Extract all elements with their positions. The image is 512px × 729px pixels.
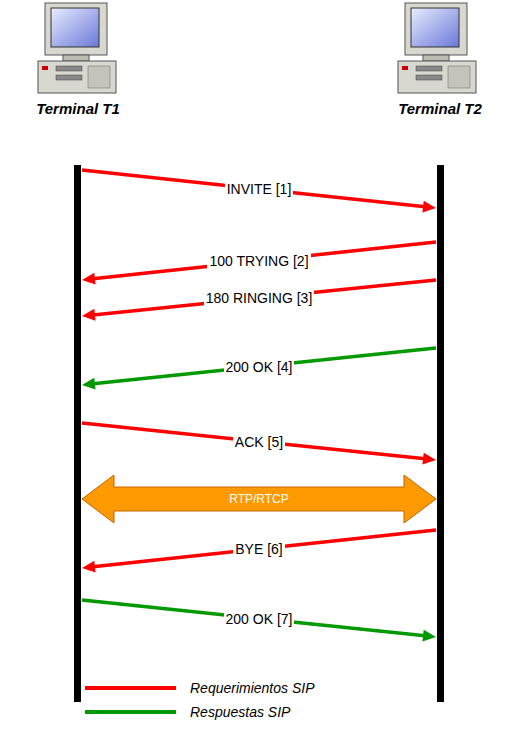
arrow-head bbox=[422, 630, 436, 642]
legend-entry: Respuestas SIP bbox=[190, 703, 290, 721]
legend-text: Requerimientos SIP bbox=[190, 680, 315, 696]
terminal-label: Terminal T1 bbox=[36, 100, 120, 118]
lifeline bbox=[437, 165, 444, 702]
terminal-node: Terminal T1 bbox=[32, 98, 124, 120]
legend-text: Respuestas SIP bbox=[190, 704, 290, 720]
double-arrow-band bbox=[82, 475, 436, 523]
sip-message-arrow bbox=[82, 530, 436, 573]
message-label: 180 RINGING [3] bbox=[204, 290, 315, 306]
legend-line-sample bbox=[85, 710, 176, 714]
arrow-shaft bbox=[93, 242, 436, 279]
arrow-shaft bbox=[93, 348, 436, 384]
message-label: 200 OK [4] bbox=[224, 359, 295, 375]
computer-icon bbox=[398, 3, 476, 93]
legend-line-sample bbox=[85, 686, 176, 690]
message-label: INVITE [1] bbox=[225, 181, 294, 197]
sip-message-arrow bbox=[82, 600, 436, 642]
terminal-node: Terminal T2 bbox=[394, 98, 486, 120]
message-label: BYE [6] bbox=[233, 541, 284, 557]
message-label: 100 TRYING [2] bbox=[207, 253, 310, 269]
arrow-shaft bbox=[93, 530, 436, 567]
lifeline bbox=[74, 165, 81, 702]
arrow-shaft bbox=[82, 600, 425, 636]
sip-message-arrow bbox=[82, 280, 436, 321]
arrow-shaft bbox=[93, 280, 436, 315]
arrow-head bbox=[422, 201, 436, 213]
arrow-head bbox=[82, 273, 96, 285]
sip-message-arrow bbox=[82, 348, 436, 390]
arrow-head bbox=[82, 309, 96, 321]
arrow-head bbox=[422, 453, 436, 465]
legend-entry: Requerimientos SIP bbox=[190, 679, 315, 697]
arrow-shaft bbox=[82, 170, 425, 207]
terminal-label: Terminal T2 bbox=[398, 100, 482, 118]
sip-message-arrow bbox=[82, 423, 436, 465]
sip-message-arrow bbox=[82, 170, 436, 213]
media-stream-arrow bbox=[82, 475, 436, 523]
sip-message-arrow bbox=[82, 242, 436, 285]
stream-label: RTP/RTCP bbox=[227, 491, 291, 507]
arrow-head bbox=[82, 561, 96, 573]
computer-icon bbox=[38, 3, 116, 93]
arrow-head bbox=[82, 378, 96, 390]
arrow-shaft bbox=[82, 423, 425, 459]
message-label: 200 OK [7] bbox=[224, 611, 295, 627]
message-label: ACK [5] bbox=[233, 434, 285, 450]
